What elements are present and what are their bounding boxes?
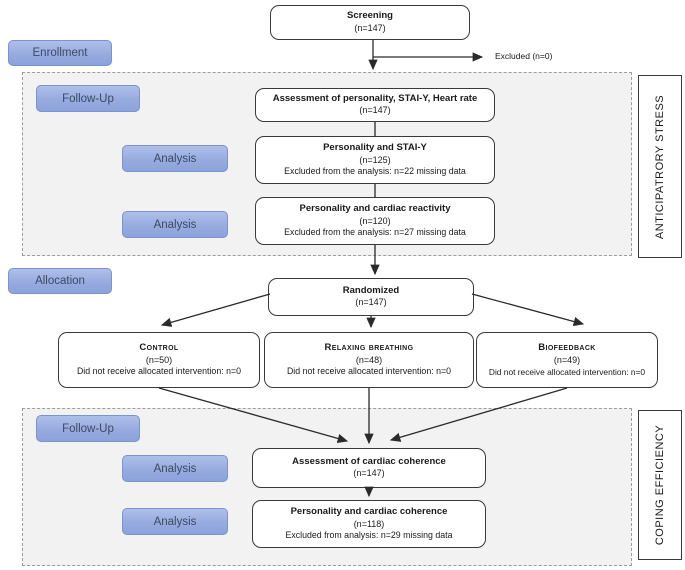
box-title: Control [139, 341, 179, 353]
stage-label-text: Allocation [35, 275, 85, 287]
box-n: (n=48) [355, 354, 383, 365]
box-note: Excluded from the analysis: n=22 missing… [284, 166, 466, 177]
box-n: (n=50) [145, 354, 173, 365]
side-label-anticipatory-stress: ANTICIPATRORY STRESS [638, 75, 682, 258]
stage-label-text: Enrollment [32, 47, 88, 59]
side-label-text: COPING EFFICIENCY [654, 424, 666, 546]
box-n: (n=118) [353, 518, 385, 529]
box-control: Control (n=50) Did not receive allocated… [58, 332, 260, 388]
stage-label-enrollment: Enrollment [8, 40, 112, 66]
excluded-note: Excluded (n=0) [495, 51, 552, 61]
box-personality-stai: Personality and STAI-Y (n=125) Excluded … [255, 136, 495, 184]
excluded-note-text: Excluded (n=0) [495, 51, 553, 61]
box-assessment-personality: Assessment of personality, STAI-Y, Heart… [255, 88, 495, 122]
box-randomized: Randomized (n=147) [268, 278, 474, 316]
box-note: Did not receive allocated intervention: … [286, 366, 452, 377]
stage-label-followup-1: Follow-Up [36, 85, 140, 112]
box-n: (n=120) [359, 215, 391, 226]
box-assessment-coherence: Assessment of cardiac coherence (n=147) [252, 448, 486, 488]
stage-label-analysis-3: Analysis [122, 455, 228, 482]
box-title: Randomized [342, 284, 400, 296]
box-note: Did not receive allocated intervention: … [488, 366, 646, 377]
box-n: (n=147) [359, 105, 391, 116]
stage-label-analysis-1: Analysis [122, 145, 228, 172]
stage-label-text: Analysis [153, 515, 197, 528]
stage-label-text: Follow-Up [62, 92, 114, 105]
box-title: Biofeedback [538, 342, 596, 354]
side-label-coping-efficiency: COPING EFFICIENCY [638, 410, 682, 560]
stage-label-text: Follow-Up [62, 422, 114, 435]
stage-label-text: Analysis [153, 152, 197, 165]
box-n: (n=147) [353, 468, 385, 479]
box-personality-coherence: Personality and cardiac coherence (n=118… [252, 500, 486, 548]
box-n: (n=147) [354, 22, 386, 33]
stage-label-followup-2: Follow-Up [36, 415, 140, 442]
box-title: Assessment of personality, STAI-Y, Heart… [272, 92, 478, 104]
box-personality-reactivity: Personality and cardiac reactivity (n=12… [255, 197, 495, 245]
stage-label-text: Analysis [153, 218, 197, 231]
box-title: Personality and cardiac reactivity [299, 202, 451, 214]
box-title: Personality and STAI-Y [323, 141, 427, 153]
box-title: Screening [347, 10, 393, 22]
box-note: Excluded from analysis: n=29 missing dat… [285, 530, 453, 541]
box-relaxing-breathing: Relaxing breathing (n=48) Did not receiv… [264, 332, 474, 388]
stage-label-analysis-2: Analysis [122, 211, 228, 238]
box-n: (n=147) [355, 297, 387, 308]
box-note: Did not receive allocated intervention: … [76, 366, 242, 377]
stage-label-allocation: Allocation [8, 268, 112, 294]
box-n: (n=125) [359, 154, 391, 165]
box-title: Relaxing breathing [324, 341, 414, 353]
box-n: (n=49) [553, 354, 581, 365]
side-label-text: ANTICIPATRORY STRESS [654, 94, 666, 239]
box-note: Excluded from the analysis: n=27 missing… [284, 227, 466, 238]
stage-label-analysis-4: Analysis [122, 508, 228, 535]
box-screening: Screening (n=147) [270, 5, 470, 40]
stage-label-text: Analysis [153, 462, 197, 475]
box-biofeedback: Biofeedback (n=49) Did not receive alloc… [476, 332, 658, 388]
box-title: Assessment of cardiac coherence [292, 455, 446, 467]
box-title: Personality and cardiac coherence [290, 505, 448, 517]
